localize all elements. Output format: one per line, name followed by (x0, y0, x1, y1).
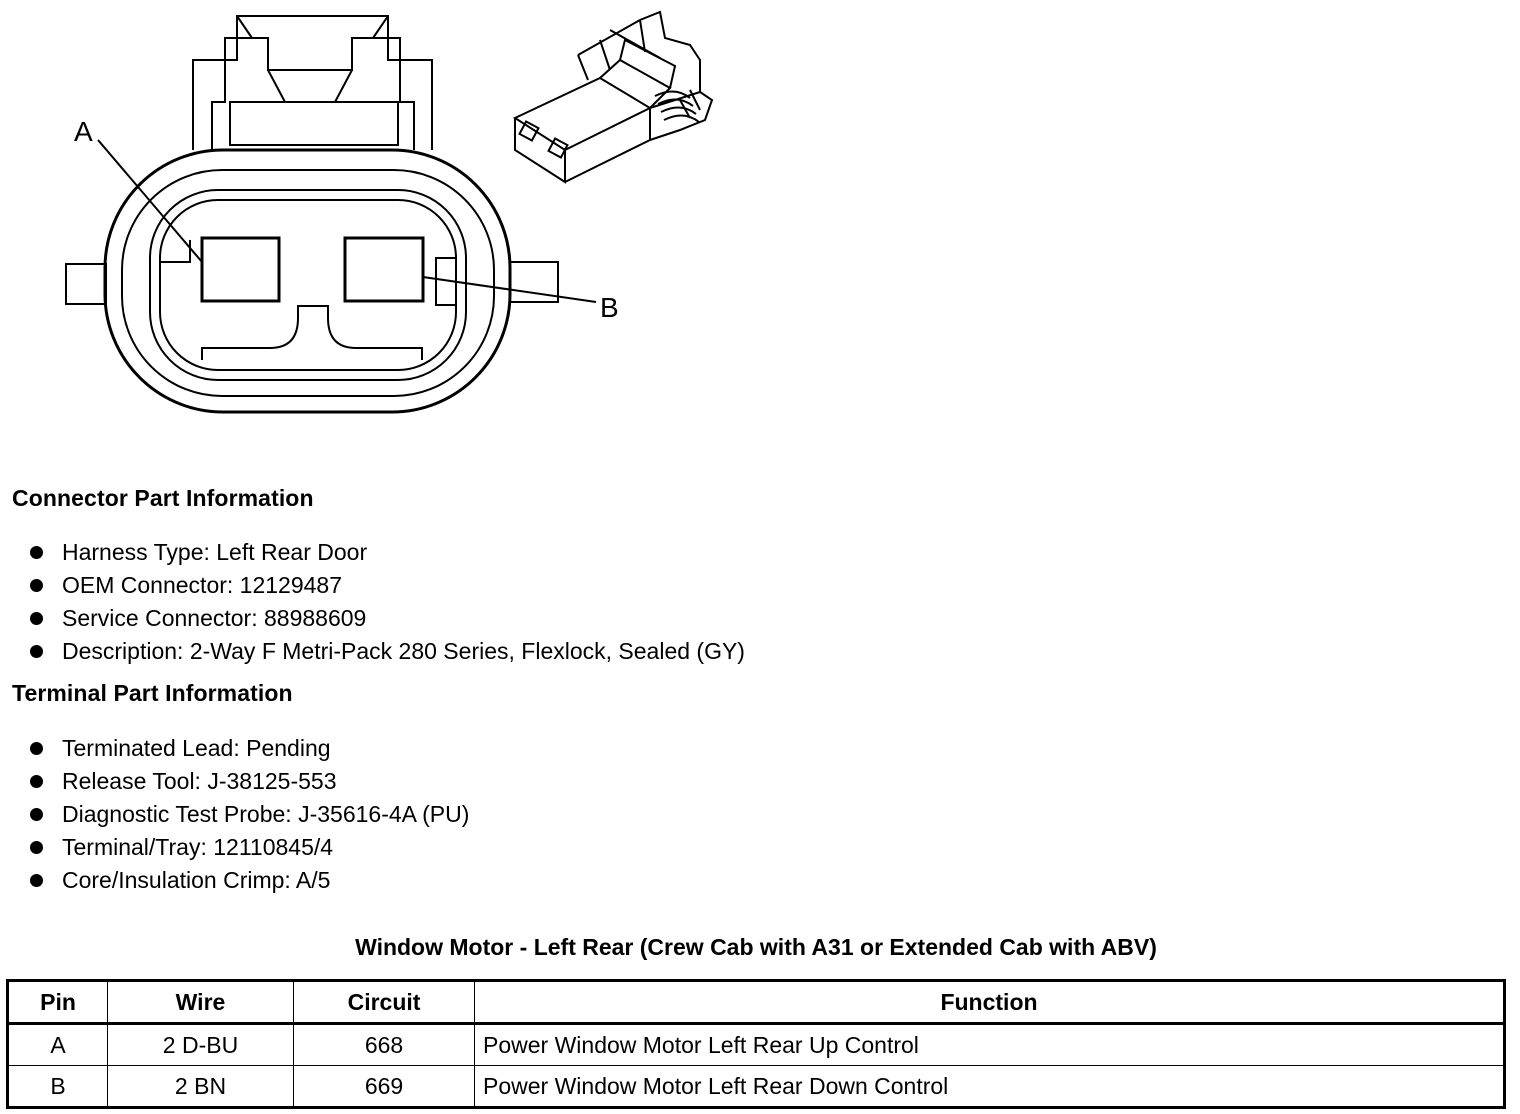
connector-inner-shell (121, 169, 495, 397)
bullet-icon (30, 579, 43, 592)
left-ear (65, 263, 107, 305)
terminal-cavity-b (343, 236, 425, 303)
callout-line-b (422, 276, 597, 303)
column-header-wire: Wire (107, 980, 294, 1024)
list-item-text: OEM Connector: 12129487 (62, 572, 343, 598)
cell-pin: B (7, 1065, 108, 1108)
list-item: Release Tool: J-38125-553 (30, 765, 469, 798)
list-item-text: Release Tool: J-38125-553 (62, 768, 337, 794)
cell-wire: 2 D-BU (107, 1023, 294, 1066)
bullet-icon (30, 808, 43, 821)
bullet-icon (30, 775, 43, 788)
list-item: Core/Insulation Crimp: A/5 (30, 864, 469, 897)
connector-cavity-inner (159, 199, 457, 371)
list-item-text: Description: 2-Way F Metri-Pack 280 Seri… (62, 638, 745, 664)
list-item: Terminal/Tray: 12110845/4 (30, 831, 469, 864)
terminal-part-info-heading: Terminal Part Information (12, 680, 293, 706)
table-row: B 2 BN 669 Power Window Motor Left Rear … (7, 1065, 1505, 1108)
bullet-icon (30, 841, 43, 854)
bullet-icon (30, 742, 43, 755)
table-title: Window Motor - Left Rear (Crew Cab with … (355, 934, 1157, 960)
cell-wire: 2 BN (107, 1065, 294, 1108)
list-item: OEM Connector: 12129487 (30, 569, 745, 602)
list-item-text: Service Connector: 88988609 (62, 605, 367, 631)
cell-circuit: 668 (293, 1023, 475, 1066)
column-header-circuit: Circuit (293, 980, 475, 1024)
callout-label-b: B (600, 292, 619, 323)
connector-diagram: A B (65, 10, 714, 414)
list-item-text: Core/Insulation Crimp: A/5 (62, 867, 331, 893)
callout-label-a: A (74, 116, 93, 147)
connector-iso-view (512, 10, 714, 184)
connector-cavity-outline (149, 189, 467, 381)
list-item: Terminated Lead: Pending (30, 732, 469, 765)
cell-circuit: 669 (293, 1065, 475, 1108)
bullet-icon (30, 612, 43, 625)
terminal-part-info-list: Terminated Lead: Pending Release Tool: J… (30, 732, 469, 897)
bullet-icon (30, 874, 43, 887)
list-item-text: Diagnostic Test Probe: J-35616-4A (PU) (62, 801, 470, 827)
locking-tab (192, 15, 433, 150)
right-ear (509, 261, 559, 303)
cell-function: Power Window Motor Left Rear Up Control (474, 1023, 1505, 1066)
list-item: Service Connector: 88988609 (30, 602, 745, 635)
terminal-cavity-a (200, 236, 281, 303)
bullet-icon (30, 546, 43, 559)
column-header-pin: Pin (7, 980, 108, 1024)
column-header-function: Function (474, 980, 1505, 1024)
cell-pin: A (7, 1023, 108, 1066)
list-item-text: Terminal/Tray: 12110845/4 (62, 834, 334, 860)
table-row: A 2 D-BU 668 Power Window Motor Left Rea… (7, 1023, 1505, 1066)
connector-part-info-heading: Connector Part Information (12, 485, 314, 511)
keyway (201, 305, 423, 360)
table-header-row: Pin Wire Circuit Function (7, 980, 1505, 1024)
cell-function: Power Window Motor Left Rear Down Contro… (474, 1065, 1505, 1108)
list-item-text: Harness Type: Left Rear Door (62, 539, 368, 565)
list-item: Harness Type: Left Rear Door (30, 536, 745, 569)
list-item-text: Terminated Lead: Pending (62, 735, 331, 761)
bullet-icon (30, 645, 43, 658)
connector-part-info-list: Harness Type: Left Rear Door OEM Connect… (30, 536, 745, 668)
callout-line-a (97, 139, 203, 263)
list-item: Diagnostic Test Probe: J-35616-4A (PU) (30, 798, 469, 831)
pin-table: Pin Wire Circuit Function A 2 D-BU 668 P… (6, 979, 1506, 1109)
list-item: Description: 2-Way F Metri-Pack 280 Seri… (30, 635, 745, 668)
